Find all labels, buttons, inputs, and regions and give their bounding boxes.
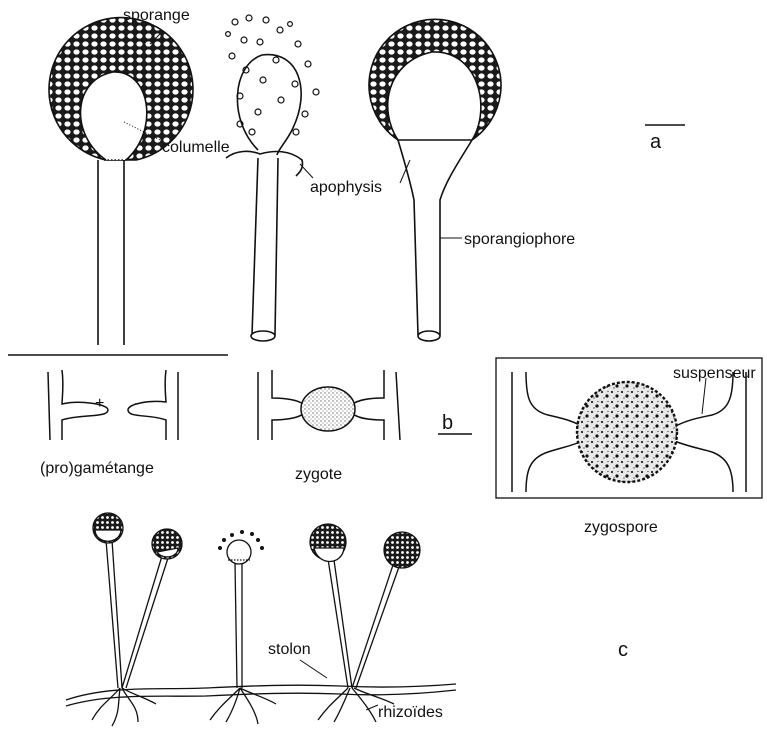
panel-c	[66, 513, 456, 726]
panel-letter-b: b	[442, 412, 453, 434]
label-suspenseur: suspenseur	[673, 365, 756, 382]
label-stolon: stolon	[268, 641, 311, 658]
label-apophysis: apophysis	[310, 179, 382, 196]
label-zygote: zygote	[295, 466, 342, 483]
panel-b	[48, 358, 762, 498]
suspenseur-leader	[702, 378, 706, 414]
sporangium-right	[369, 19, 501, 341]
label-gametange: (pro)gamétange	[40, 460, 154, 477]
label-zygospore: zygospore	[584, 519, 658, 536]
panel-letter-c: c	[618, 639, 628, 661]
stolon-leader	[300, 660, 327, 678]
sporangium-full-left	[49, 18, 193, 345]
label-plus: +	[95, 395, 104, 412]
colony-right	[310, 524, 420, 722]
label-columelle: columelle	[162, 139, 230, 156]
zygote-drawing	[258, 370, 400, 440]
panel-letter-a: a	[650, 131, 662, 153]
label-sporangiophore: sporangiophore	[464, 231, 575, 248]
progametangia	[48, 370, 178, 440]
label-sporange: sporange	[123, 7, 190, 24]
apophysis-leader-1	[300, 164, 313, 178]
label-rhizoides: rhizoïdes	[378, 704, 443, 721]
colony-left	[92, 513, 182, 726]
label-minus: -	[134, 395, 139, 412]
